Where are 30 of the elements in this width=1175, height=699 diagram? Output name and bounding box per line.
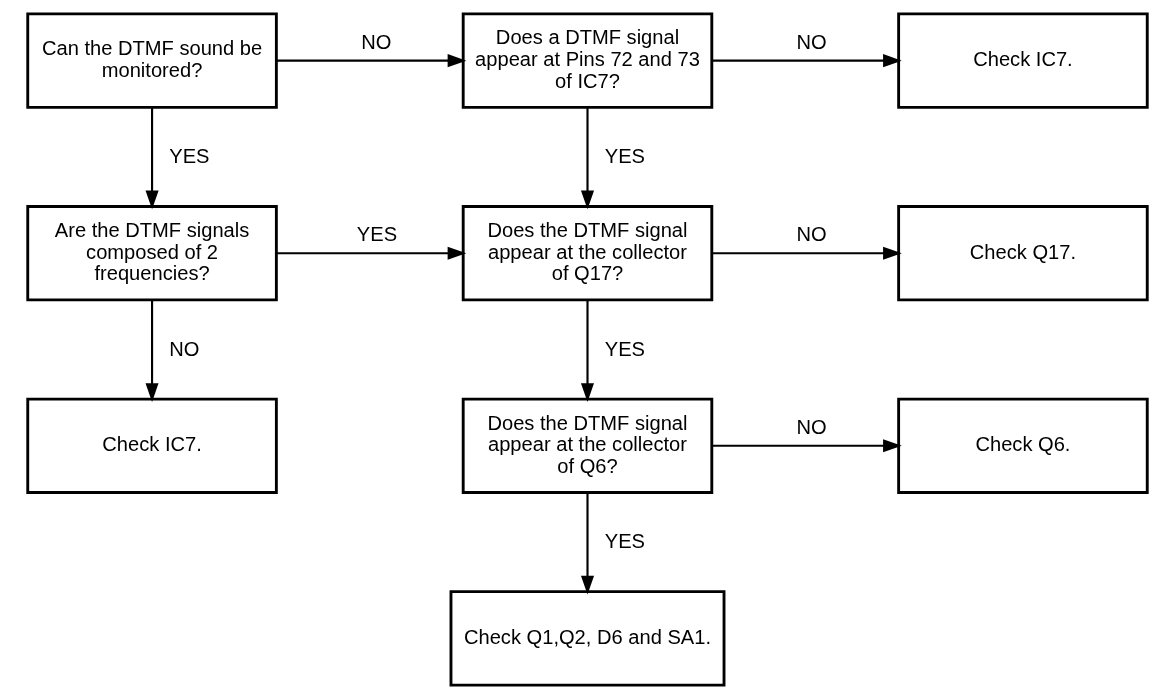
arrow bbox=[276, 246, 467, 260]
arrow bbox=[712, 246, 902, 260]
arrow bbox=[580, 107, 595, 210]
edge-label: YES bbox=[169, 144, 210, 167]
node-box: Can the DTMF sound be monitored? bbox=[26, 12, 278, 109]
edge-label: YES bbox=[604, 337, 645, 360]
edge-label: YES bbox=[356, 223, 398, 246]
node-box: Check IC7. bbox=[897, 12, 1149, 109]
node-box: Check Q6. bbox=[897, 397, 1149, 494]
edge-label: NO bbox=[796, 223, 827, 246]
arrow bbox=[712, 439, 902, 453]
node-box: Are the DTMF signals composed of 2 frequencies? bbox=[26, 205, 278, 302]
node-box: Check IC7. bbox=[26, 397, 278, 494]
edge-label: YES bbox=[604, 530, 645, 553]
edge-label: NO bbox=[796, 415, 827, 438]
node-box: Does the DTMF signal appear at the collector of Q17? bbox=[461, 205, 714, 302]
node-box: Does the DTMF signal appear at the collector of Q6? bbox=[461, 397, 714, 494]
node-box: Check Q17. bbox=[897, 205, 1149, 302]
arrow bbox=[580, 492, 595, 595]
arrow bbox=[145, 107, 159, 210]
arrow bbox=[712, 54, 902, 68]
arrow bbox=[580, 300, 595, 402]
edge-label: YES bbox=[604, 144, 645, 167]
edge-label: NO bbox=[169, 337, 200, 360]
node-box: Does a DTMF signal appear at Pins 72 and 73 of IC7? bbox=[461, 12, 714, 109]
edge-label: NO bbox=[796, 30, 827, 53]
arrow bbox=[276, 54, 467, 68]
node-box: Check Q1,Q2, D6 and SA1. bbox=[449, 590, 726, 687]
arrow bbox=[145, 300, 159, 402]
edge-label: NO bbox=[361, 30, 392, 53]
